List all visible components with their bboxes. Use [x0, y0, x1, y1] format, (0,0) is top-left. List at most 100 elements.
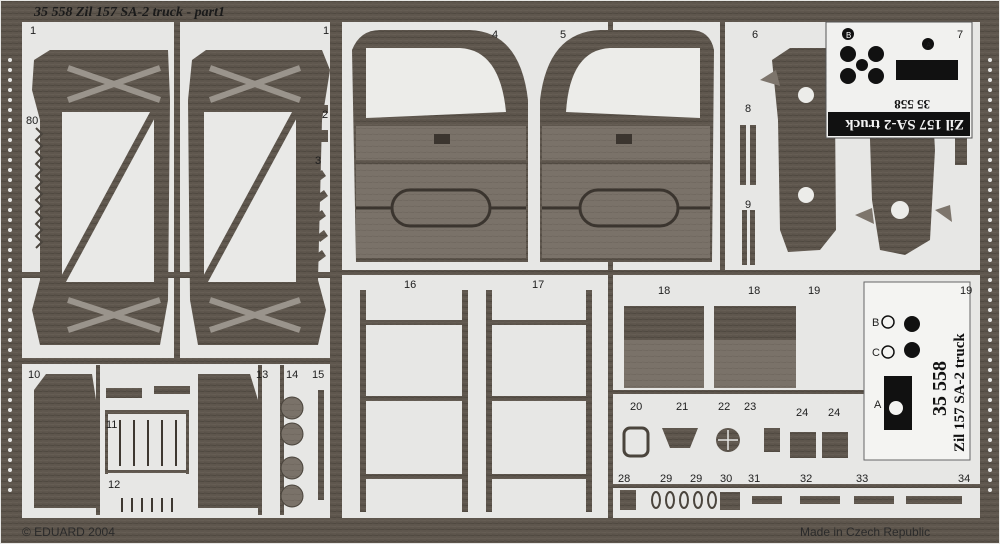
part-number: 12 — [108, 479, 120, 491]
decal-right-gauges — [881, 315, 920, 430]
part-number: 23 — [744, 401, 756, 413]
frame-hole — [988, 398, 992, 402]
frame-hole — [988, 318, 992, 322]
frame-hole — [8, 178, 12, 182]
frame-hole — [8, 288, 12, 292]
frame-hole — [8, 278, 12, 282]
frame-hole — [8, 228, 12, 232]
frame-hole — [988, 88, 992, 92]
hinge-parts-8-9 — [740, 125, 756, 265]
frame-hole — [8, 58, 12, 62]
frame-hole — [988, 188, 992, 192]
part-number: 29 — [690, 473, 702, 485]
frame-hole — [8, 468, 12, 472]
frame-hole — [988, 208, 992, 212]
made-in-text: Made in Czech Republic — [800, 525, 930, 539]
frame-hole — [8, 318, 12, 322]
frame-hole — [8, 368, 12, 372]
frame-hole — [988, 198, 992, 202]
frame-hole — [8, 258, 12, 262]
frame-hole — [8, 158, 12, 162]
frame-hole — [8, 98, 12, 102]
part-number: 3 — [315, 155, 321, 167]
part-number: 18 — [748, 285, 760, 297]
decal-sheet-top: 35 558 Zil 157 SA-2 truck B A — [825, 21, 973, 139]
decal-top-code: 35 558 — [894, 97, 930, 112]
frame-hole — [8, 478, 12, 482]
frame-hole — [988, 108, 992, 112]
frame-hole — [988, 268, 992, 272]
part-number: 80 — [26, 115, 38, 127]
part-number: 19 — [808, 285, 820, 297]
part-number: 7 — [957, 29, 963, 41]
frame-hole — [8, 218, 12, 222]
part-number: 15 — [312, 369, 324, 381]
frame-hole — [8, 308, 12, 312]
decal-right-mark-a: A — [874, 399, 882, 411]
part-number: 18 — [658, 285, 670, 297]
frame-hole — [8, 268, 12, 272]
frame-hole — [988, 98, 992, 102]
frame-hole — [988, 238, 992, 242]
decal-right-mark-c: C — [872, 347, 880, 359]
parts-11-rods — [119, 420, 177, 466]
decal-top-mark-a: A — [926, 41, 932, 50]
door-right — [540, 30, 714, 262]
frame-hole — [8, 78, 12, 82]
frame-hole — [8, 188, 12, 192]
part-number: 8 — [745, 103, 751, 115]
frame-hole — [8, 68, 12, 72]
frame-hole — [8, 358, 12, 362]
frame-hole — [8, 328, 12, 332]
part-number: 1 — [30, 25, 36, 37]
frame-hole — [988, 388, 992, 392]
frame-hole — [8, 428, 12, 432]
part-number: 17 — [532, 279, 544, 291]
decal-right-name: Zil 157 SA-2 truck — [952, 333, 968, 452]
frame-hole — [8, 388, 12, 392]
frame-hole — [8, 418, 12, 422]
frame-hole — [8, 378, 12, 382]
part-number: 21 — [676, 401, 688, 413]
frame-hole — [988, 228, 992, 232]
frame-hole — [8, 168, 12, 172]
part-number: 11 — [106, 419, 117, 431]
frame-hole — [988, 478, 992, 482]
frame-hole — [988, 328, 992, 332]
part-number: 34 — [958, 473, 970, 485]
frame-hole — [988, 408, 992, 412]
frame-hole — [988, 488, 992, 492]
frame-hole — [8, 198, 12, 202]
decal-top-mark-b: B — [846, 31, 851, 40]
decal-top-name: Zil 157 SA-2 truck — [845, 116, 964, 132]
fret-title: 35 558 Zil 157 SA-2 truck - part1 — [33, 5, 225, 20]
cab-frame-left — [32, 50, 170, 345]
frame-hole — [8, 128, 12, 132]
small-parts-2-3 — [314, 105, 328, 262]
frame-hole — [988, 448, 992, 452]
copyright-text: © EDUARD 2004 — [22, 525, 115, 539]
parts-28-34 — [620, 490, 962, 510]
sprue-grid — [22, 22, 980, 520]
frame-hole — [988, 348, 992, 352]
frame-hole — [988, 378, 992, 382]
frame-hole — [988, 158, 992, 162]
frame-hole — [988, 218, 992, 222]
part-number: 19 — [960, 285, 972, 297]
frame-hole — [988, 148, 992, 152]
frame-hole — [988, 458, 992, 462]
frame-hole — [988, 438, 992, 442]
part-number: 22 — [718, 401, 730, 413]
frame-hole — [988, 368, 992, 372]
part-number: 32 — [800, 473, 812, 485]
frame-hole — [8, 448, 12, 452]
frame-hole — [988, 258, 992, 262]
frame-hole — [988, 138, 992, 142]
part-number: 24 — [796, 407, 808, 419]
part-number: 20 — [630, 401, 642, 413]
frame-hole — [988, 308, 992, 312]
frame-hole — [988, 338, 992, 342]
part-number: 6 — [752, 29, 758, 41]
part-number: 30 — [720, 473, 732, 485]
frame-hole — [8, 138, 12, 142]
